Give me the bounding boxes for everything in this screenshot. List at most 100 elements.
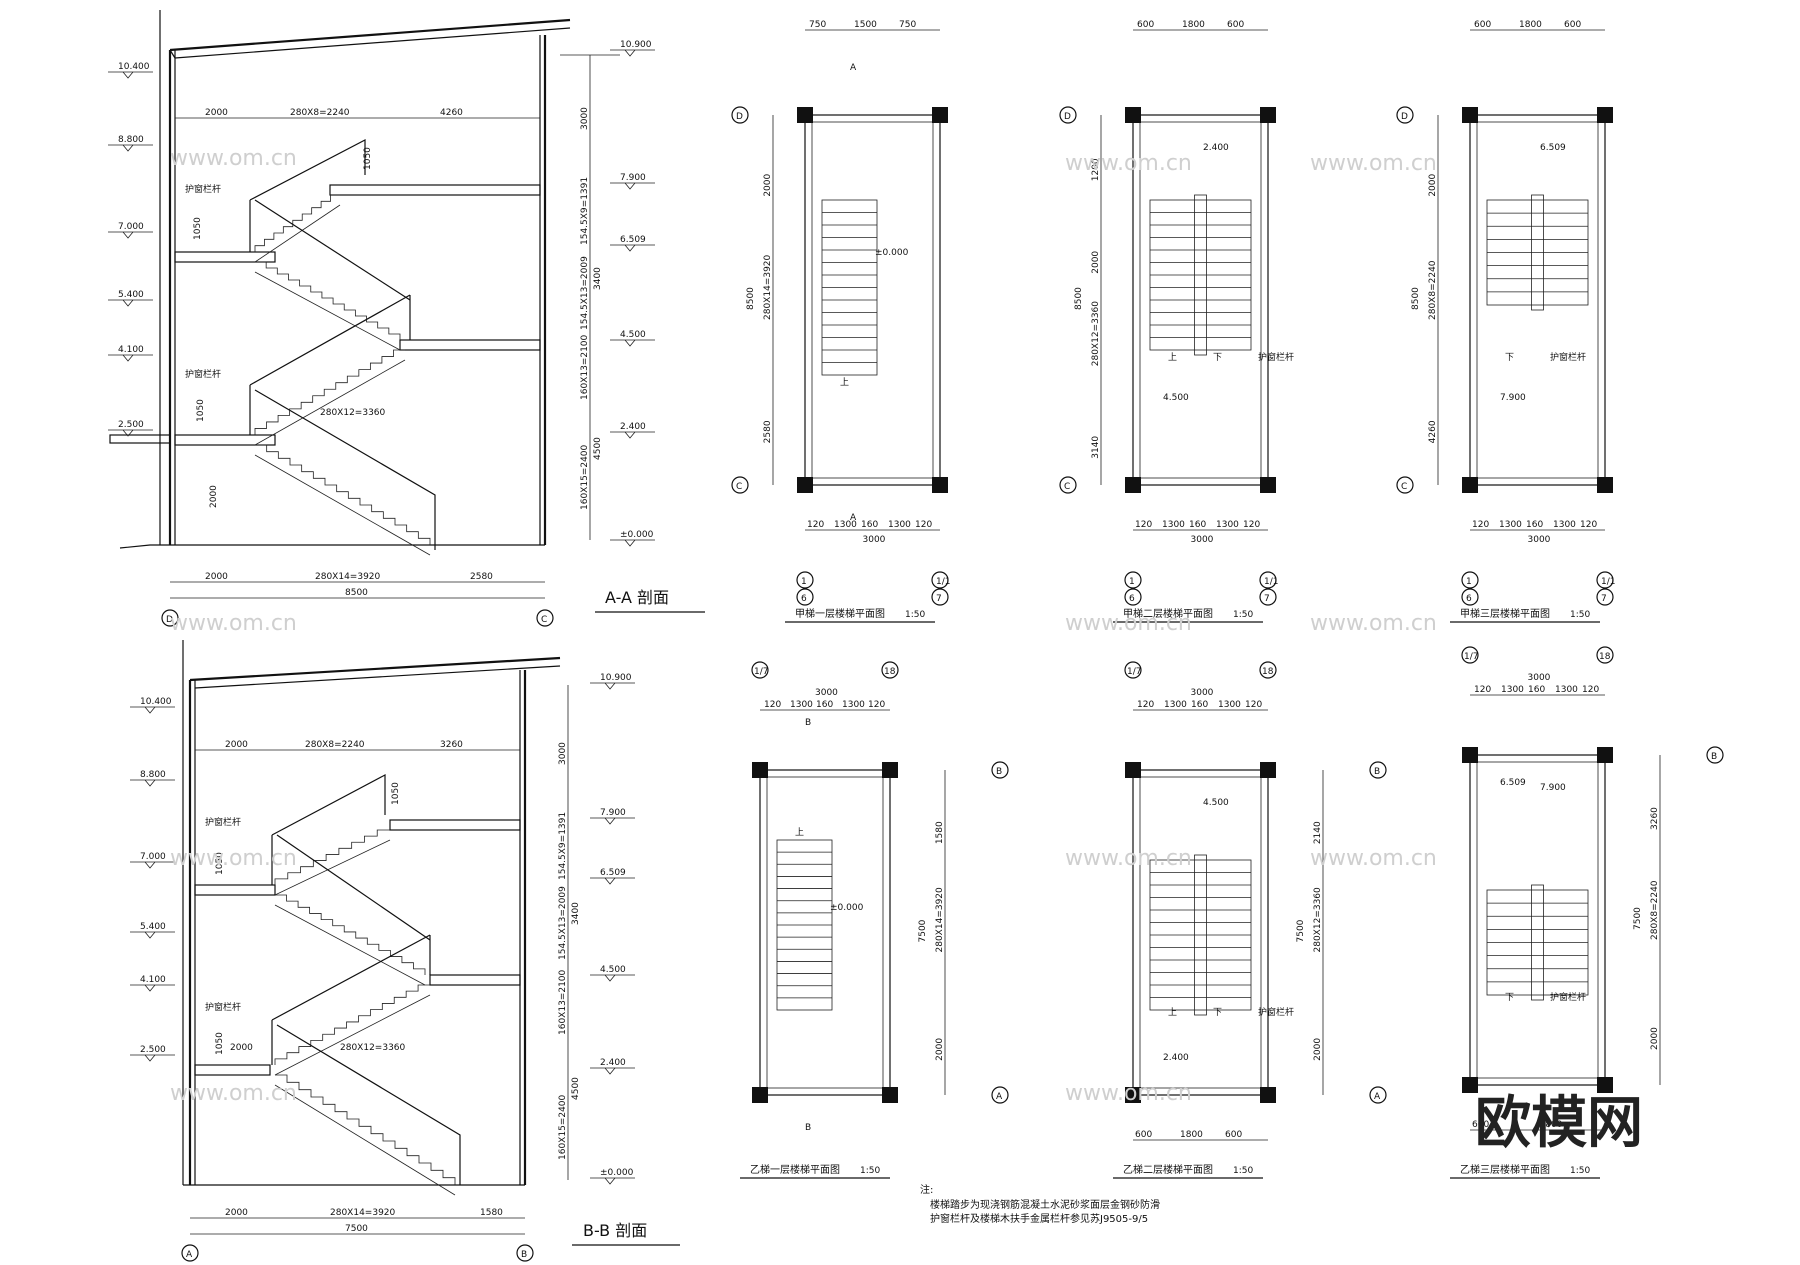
plan-axis-bubble xyxy=(1124,571,1142,589)
bb-elev-left-triangle xyxy=(144,1054,156,1062)
plan-column xyxy=(752,762,768,778)
watermark-url: www.om.cn xyxy=(170,1081,297,1106)
plan-top-total: 3000 xyxy=(1191,688,1214,698)
plan-axis-bubble xyxy=(1706,746,1724,764)
bb-elev-right-label: ±0.000 xyxy=(600,1168,634,1178)
aa-elev-left-label: 10.400 xyxy=(118,62,150,72)
plan-top-dim: 1300 xyxy=(1555,685,1578,695)
plan-axis-bubble xyxy=(1596,646,1614,664)
plan-side-dim: 280X14=3920 xyxy=(935,887,945,953)
plan-column xyxy=(1260,762,1276,778)
bb-elev-left-triangle xyxy=(144,861,156,869)
bb-elev-right-triangle xyxy=(604,877,616,885)
plan-top-dim: 1800 xyxy=(1519,20,1542,30)
plan-column xyxy=(932,107,948,123)
plan-axis-bubble xyxy=(931,571,949,589)
plan-level-2: 6.509 xyxy=(1500,778,1526,788)
plan-axis-label: D xyxy=(1401,112,1408,122)
aa-elev-right-label: ±0.000 xyxy=(620,530,654,540)
plan-axis-bubble xyxy=(1259,588,1277,606)
plan-side-dim: 2000 xyxy=(763,173,773,196)
plan-column xyxy=(1462,107,1478,123)
plan-axis-label: 6 xyxy=(1466,594,1472,604)
aa-elev-right-triangle xyxy=(624,339,636,347)
plan-axis-label: 1 xyxy=(1466,577,1472,587)
plan-column xyxy=(1597,1077,1613,1093)
plan-label: 上 xyxy=(1168,352,1177,363)
plan-level-2: 2.400 xyxy=(1163,1053,1189,1063)
plan-side-dim: 280X8=2240 xyxy=(1650,880,1660,940)
plan-wall-outer xyxy=(804,114,941,486)
aa-right-dim-2: 154.5X9=1391 xyxy=(580,177,590,245)
plan-axis-label: 1/7 xyxy=(754,667,768,677)
plan-side-total: 8500 xyxy=(1411,287,1421,310)
bb-elev-right-triangle xyxy=(604,974,616,982)
watermark-url: www.om.cn xyxy=(1065,611,1192,636)
aa-mid-dim-1: 1050 xyxy=(363,147,373,170)
plan-column xyxy=(1462,747,1478,763)
aa-bot-dim-1: 2000 xyxy=(205,572,228,582)
aa-top-dim-2: 280X8=2240 xyxy=(290,108,350,118)
plan-wall-outer xyxy=(1469,754,1606,1086)
plan-wall-inner xyxy=(1139,776,1262,1089)
bb-mid-dim-2: 1050 xyxy=(215,852,225,875)
aa-elev-left-triangle xyxy=(122,144,134,152)
plan-scale: 1:50 xyxy=(860,1166,880,1176)
plan-axis-label: 7 xyxy=(1601,594,1607,604)
plan-wall-outer xyxy=(1132,769,1269,1096)
plan-top-dim: 600 xyxy=(1474,20,1491,30)
watermark-url: www.om.cn xyxy=(170,611,297,636)
bb-mid-dim-5: 280X12=3360 xyxy=(340,1043,406,1053)
plan-top-dim: 120 xyxy=(868,700,885,710)
aa-elev-right-triangle xyxy=(624,244,636,252)
plan-side-dim: 2580 xyxy=(763,420,773,443)
notes: 注: 楼梯踏步为现浇钢筋混凝土水泥砂浆面层金钢砂防滑 护窗栏杆及楼梯木扶手金属栏… xyxy=(920,1183,1160,1225)
watermark-url: www.om.cn xyxy=(1065,1081,1192,1106)
bb-bot-dim-1: 2000 xyxy=(225,1208,248,1218)
plan-column xyxy=(1125,107,1141,123)
stair-flight xyxy=(255,261,401,340)
aa-bot-dim-3: 2580 xyxy=(470,572,493,582)
aa-elev-left-label: 4.100 xyxy=(118,345,144,355)
aa-right-dim-3: 3400 xyxy=(593,267,603,290)
aa-elev-right-triangle xyxy=(624,539,636,547)
plan-column xyxy=(797,477,813,493)
aa-elev-right-label: 2.400 xyxy=(620,422,646,432)
plan-label: 下 xyxy=(1213,1008,1222,1018)
watermark-url: www.om.cn xyxy=(170,846,297,871)
bb-mid-dim-3: 1050 xyxy=(215,1032,225,1055)
plan-axis-bubble xyxy=(991,761,1009,779)
plan-top-dim: 1300 xyxy=(1501,685,1524,695)
aa-rail-label-2: 护窗栏杆 xyxy=(185,368,221,380)
bb-mid-dim-1: 1050 xyxy=(391,782,401,805)
plan-axis-label: 1 xyxy=(801,577,807,587)
plan-bottom-dim: 1300 xyxy=(888,520,911,530)
bb-right-dim-1: 3000 xyxy=(558,742,568,765)
plan-bottom-dim: 1300 xyxy=(1553,520,1576,530)
bb-right-dim-5: 160X13=2100 xyxy=(558,969,568,1035)
plan-wall-inner xyxy=(1476,121,1599,479)
plan-column xyxy=(1125,762,1141,778)
plan-top-dim: 600 xyxy=(1564,20,1581,30)
aa-elev-left-triangle xyxy=(122,354,134,362)
stair-flight xyxy=(275,1074,456,1185)
plan-axis-label: 1/1 xyxy=(936,577,950,587)
plan-top-dim: 600 xyxy=(1137,20,1154,30)
notes-line-1: 楼梯踏步为现浇钢筋混凝土水泥砂浆面层金钢砂防滑 xyxy=(930,1198,1160,1211)
plan-bottom-dim: 160 xyxy=(1189,520,1206,530)
plan-side-dim: 280X14=3920 xyxy=(763,254,773,320)
plan-bottom-dim: 120 xyxy=(1243,520,1260,530)
plan-level: 4.500 xyxy=(1203,798,1229,808)
aa-elev-left-label: 2.500 xyxy=(118,420,144,430)
plan-side-dim: 3260 xyxy=(1650,807,1660,830)
plan-top-dim: 750 xyxy=(899,20,916,30)
plan-axis-label: 18 xyxy=(884,667,896,677)
plan-title: 乙梯一层楼梯平面图 xyxy=(750,1163,840,1176)
plan-bottom-dim: 1300 xyxy=(1499,520,1522,530)
plan-scale: 1:50 xyxy=(1233,610,1253,620)
plan-wall-outer xyxy=(1469,114,1606,486)
plan-level-2: 4.500 xyxy=(1163,393,1189,403)
plan-axis-bubble xyxy=(1461,646,1479,664)
